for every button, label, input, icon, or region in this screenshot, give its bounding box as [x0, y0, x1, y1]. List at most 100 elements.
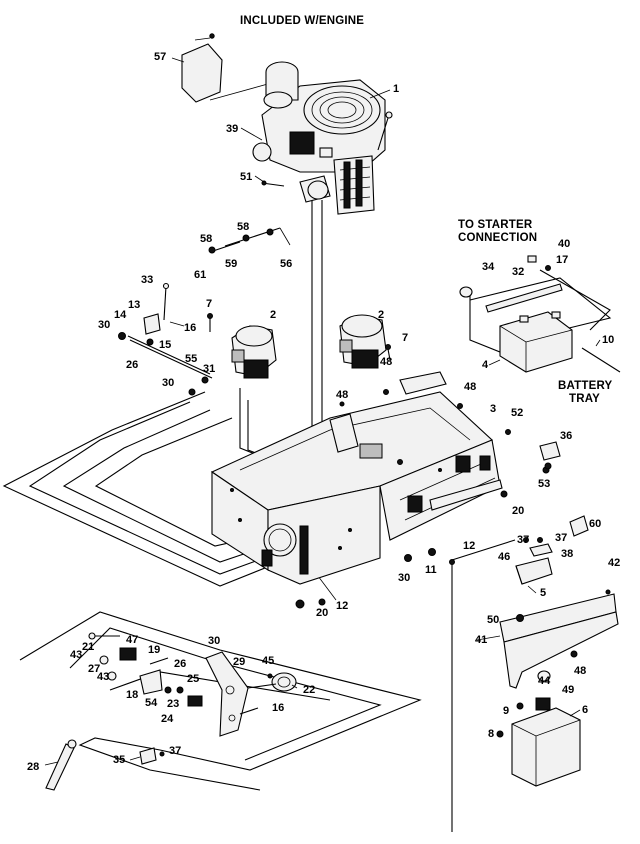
callout-label: 49 [562, 684, 574, 696]
callout-label: 1 [393, 83, 399, 95]
callout-label: 18 [126, 689, 138, 701]
cover-screw-icon [209, 33, 215, 39]
callout-label: 55 [185, 353, 197, 365]
battery-tray-caption-line1: BATTERY [558, 380, 613, 392]
callout-label: 7 [402, 332, 408, 344]
callout-label: 48 [380, 356, 392, 368]
engine-assembly [181, 33, 393, 215]
callout-label: 50 [487, 614, 499, 626]
callout-label: 51 [240, 171, 252, 183]
callout-label: 21 [82, 641, 94, 653]
callout-label: 30 [98, 319, 110, 331]
right-fuel-pump [339, 314, 387, 369]
flywheel-housing [303, 85, 381, 135]
callout-label: 13 [128, 299, 140, 311]
callout-label: 38 [561, 548, 573, 560]
control-lever-assembly [45, 632, 297, 791]
air-filter-cover [181, 43, 223, 103]
callout-label: 30 [208, 635, 220, 647]
callout-label: 19 [148, 644, 160, 656]
callout-label: 34 [482, 261, 495, 273]
callout-label: 33 [141, 274, 153, 286]
callout-label: 5 [540, 587, 546, 599]
callout-label: 37 [169, 745, 181, 757]
callout-label: 48 [574, 665, 586, 677]
callout-label: 58 [237, 221, 249, 233]
callout-label: 48 [336, 389, 348, 401]
callout-label: 16 [272, 702, 284, 714]
callout-label: 48 [464, 381, 476, 393]
callout-label: 25 [187, 673, 199, 685]
callout-label: 39 [226, 123, 238, 135]
callout-label: 3 [490, 403, 496, 415]
callout-label: 45 [262, 655, 274, 667]
callout-label: 47 [126, 634, 138, 646]
callout-label: 12 [463, 540, 475, 552]
callout-label: 20 [512, 505, 524, 517]
leader-lines [44, 57, 601, 766]
callout-label: 57 [154, 51, 166, 63]
callout-label: 31 [203, 363, 215, 375]
right-brackets [515, 441, 589, 585]
callout-label: 60 [589, 518, 601, 530]
fuel-tank-assembly [496, 589, 619, 787]
callout-label: 15 [159, 339, 171, 351]
callout-label: 30 [162, 377, 174, 389]
to-starter-caption-line1: TO STARTER [458, 219, 533, 231]
callout-label: 29 [233, 656, 245, 668]
callout-label: 20 [316, 607, 328, 619]
engine-cylinder [333, 155, 375, 215]
callout-label: 37 [555, 532, 567, 544]
callout-label: 37 [517, 534, 529, 546]
callout-label: 42 [608, 557, 620, 569]
steering-linkage [118, 282, 391, 396]
callout-label: 11 [425, 564, 437, 576]
callout-label: 26 [174, 658, 186, 670]
callout-label: 53 [538, 478, 550, 490]
callout-label: 44 [538, 675, 551, 687]
callout-label: 16 [184, 322, 196, 334]
callout-label: 27 [88, 663, 100, 675]
callout-label: 30 [398, 572, 410, 584]
callout-label: 8 [488, 728, 494, 740]
to-starter-caption-line2: CONNECTION [458, 232, 537, 244]
callout-label: 2 [378, 309, 384, 321]
callout-label: 32 [512, 266, 524, 278]
callout-label: 56 [280, 258, 292, 270]
callout-label: 26 [126, 359, 138, 371]
callout-label: 43 [97, 671, 109, 683]
battery-tray-caption-line2: TRAY [569, 393, 600, 405]
callout-label: 35 [113, 754, 125, 766]
throttle-linkage [208, 227, 291, 254]
callout-label: 58 [200, 233, 212, 245]
callout-label: 10 [602, 334, 614, 346]
callout-label: 22 [303, 684, 315, 696]
callout-label: 14 [114, 309, 127, 321]
callout-label: 2 [270, 309, 276, 321]
callout-label: 40 [558, 238, 570, 250]
battery-tray-assembly [459, 255, 621, 373]
left-fuel-pump [231, 325, 277, 379]
callout-label: 54 [145, 697, 158, 709]
callout-label: 24 [161, 713, 174, 725]
callout-label: 7 [206, 298, 212, 310]
main-frame [210, 371, 550, 609]
callout-label: 9 [503, 705, 509, 717]
included-with-engine-caption: INCLUDED W/ENGINE [240, 15, 364, 27]
callout-label: 41 [475, 634, 487, 646]
callout-label: 59 [225, 258, 237, 270]
callout-label: 52 [511, 407, 523, 419]
callout-label: 12 [336, 600, 348, 612]
callout-label: 6 [582, 704, 588, 716]
callout-label: 61 [194, 269, 206, 281]
callout-label: 4 [482, 359, 489, 371]
callout-label: 28 [27, 761, 39, 773]
callout-label: 46 [498, 551, 510, 563]
callout-label: 17 [556, 254, 568, 266]
part-callouts: 1 2 2 3 4 5 6 7 7 8 9 10 11 12 12 13 14 … [27, 51, 620, 773]
callout-label: 36 [560, 430, 572, 442]
callout-label: 43 [70, 649, 82, 661]
captions: INCLUDED W/ENGINE TO STARTER CONNECTION … [240, 15, 613, 405]
callout-label: 23 [167, 698, 179, 710]
